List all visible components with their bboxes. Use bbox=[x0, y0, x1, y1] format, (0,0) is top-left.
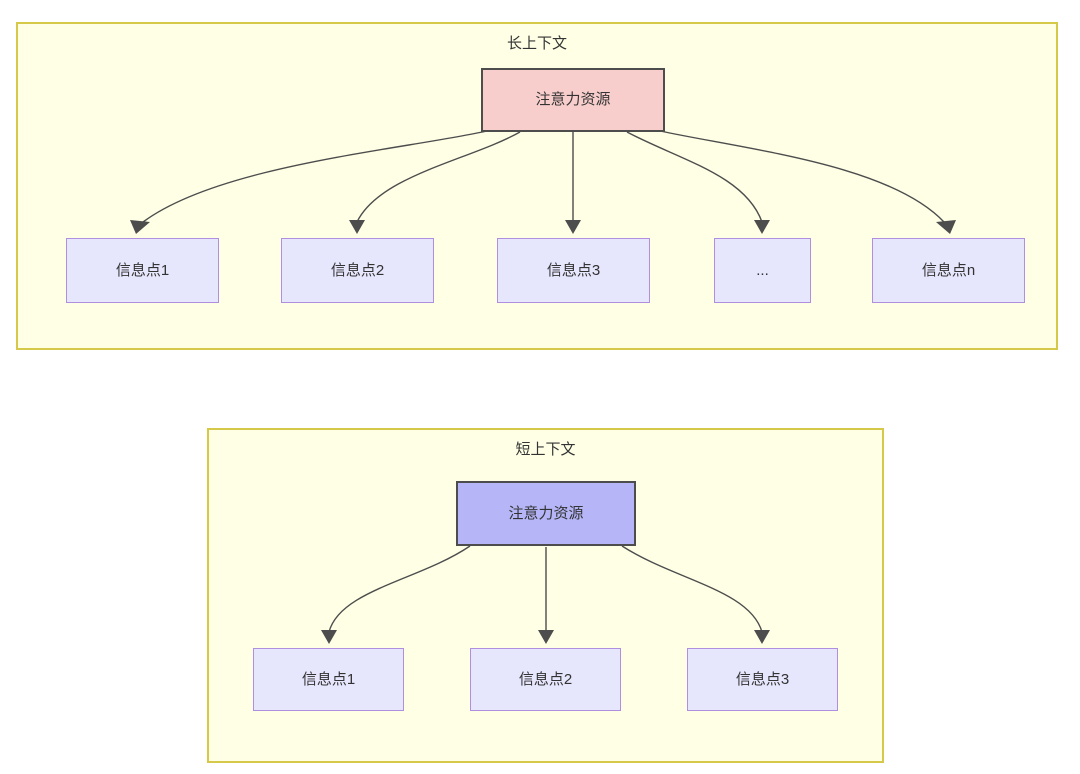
node-short-info-1[interactable]: 信息点1 bbox=[253, 648, 404, 711]
node-long-info-1-label: 信息点1 bbox=[115, 261, 170, 279]
node-long-info-ellipsis-label: ... bbox=[756, 261, 769, 279]
node-short-info-2-label: 信息点2 bbox=[518, 670, 573, 688]
node-long-info-1[interactable]: 信息点1 bbox=[66, 238, 219, 303]
node-long-info-ellipsis[interactable]: ... bbox=[714, 238, 811, 303]
node-long-info-2-label: 信息点2 bbox=[330, 261, 385, 279]
group-short-context[interactable]: 短上下文 bbox=[207, 428, 884, 763]
node-short-info-3-label: 信息点3 bbox=[735, 670, 790, 688]
node-long-info-3-label: 信息点3 bbox=[546, 261, 601, 279]
node-long-attention-resource[interactable]: 注意力资源 bbox=[481, 68, 665, 132]
node-short-info-2[interactable]: 信息点2 bbox=[470, 648, 621, 711]
node-short-info-1-label: 信息点1 bbox=[301, 670, 356, 688]
node-short-attention-resource-label: 注意力资源 bbox=[508, 504, 584, 522]
node-long-info-3[interactable]: 信息点3 bbox=[497, 238, 650, 303]
node-short-attention-resource[interactable]: 注意力资源 bbox=[456, 481, 636, 546]
node-long-info-n-label: 信息点n bbox=[921, 261, 976, 279]
node-short-info-3[interactable]: 信息点3 bbox=[687, 648, 838, 711]
node-long-attention-resource-label: 注意力资源 bbox=[535, 91, 611, 108]
node-long-info-2[interactable]: 信息点2 bbox=[281, 238, 434, 303]
node-long-info-n[interactable]: 信息点n bbox=[872, 238, 1025, 303]
group-short-context-title: 短上下文 bbox=[515, 441, 576, 458]
group-long-context-title: 长上下文 bbox=[506, 35, 567, 52]
